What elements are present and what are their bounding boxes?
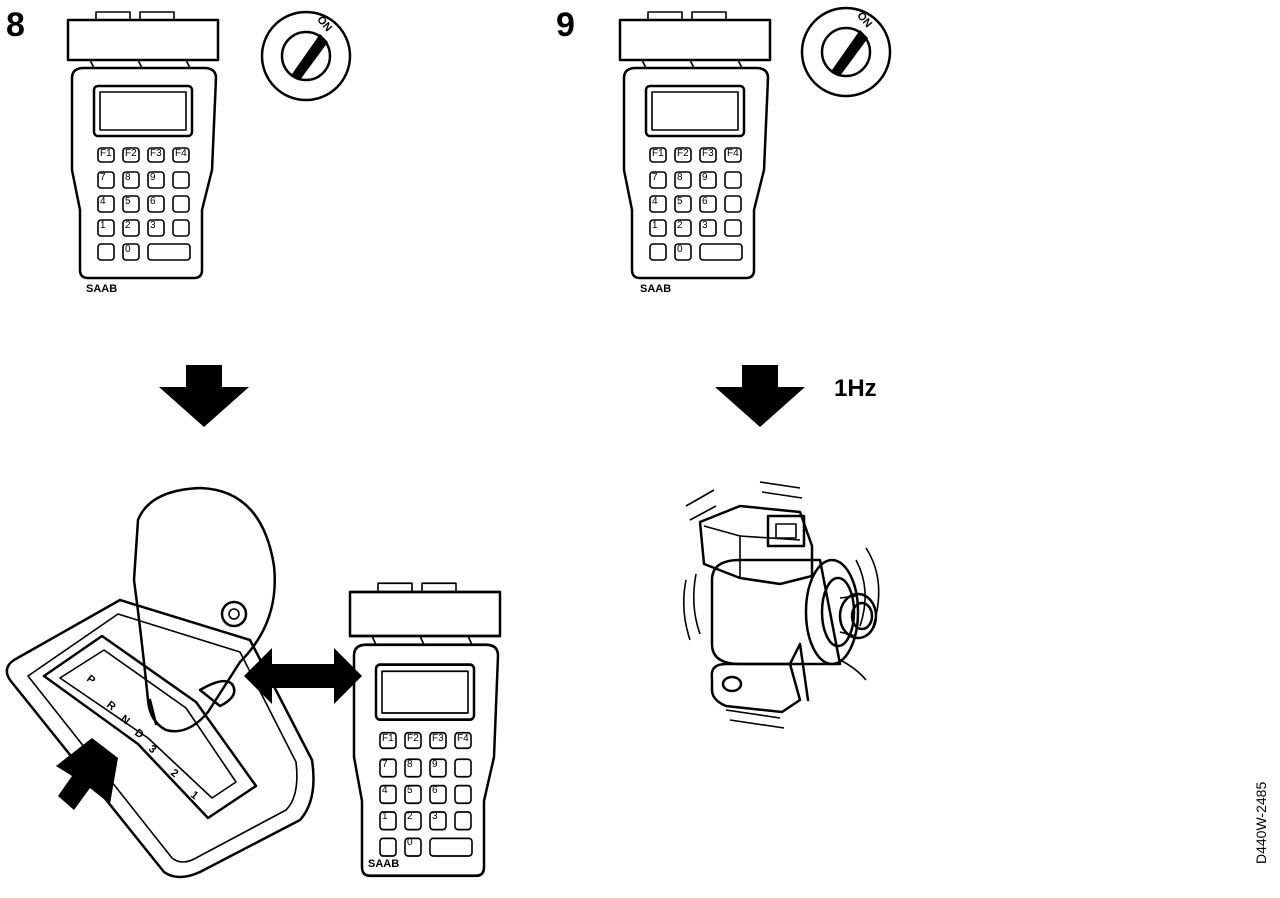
tester-brand-step8: SAAB — [86, 283, 118, 295]
tester-keys-lower: F1 F2 F3 F4 7 8 9 4 5 6 1 2 3 0 — [380, 733, 476, 857]
tester-key-label: 8 — [125, 172, 131, 183]
tester-key-label: 2 — [125, 220, 131, 231]
tester-key-label: F3 — [702, 148, 714, 159]
down-arrow-step8 — [159, 365, 249, 427]
double-arrow — [244, 648, 362, 704]
tester-key-label: 6 — [432, 785, 438, 796]
tester-key-label: 1 — [382, 811, 388, 822]
ignition-switch-step8 — [260, 10, 352, 102]
tester-key-label: F1 — [382, 733, 394, 744]
gear-r-label: R — [104, 699, 118, 713]
step-number-9: 9 — [556, 6, 575, 44]
tester-key-label: F1 — [100, 148, 112, 159]
tester-brand-step9: SAAB — [640, 283, 672, 295]
tester-key-label: 0 — [677, 244, 683, 255]
tester-keys-step9: F1 F2 F3 F4 7 8 9 4 5 6 1 2 3 0 — [650, 148, 746, 260]
tester-key-label: F3 — [432, 733, 444, 744]
tester-key-label: 0 — [125, 244, 131, 255]
tester-key-label: 4 — [652, 196, 658, 207]
tester-key-label: F2 — [677, 148, 689, 159]
tester-keys-step8: F1 F2 F3 F4 7 8 9 4 5 6 1 2 3 0 — [98, 148, 194, 260]
tester-key-label: F4 — [727, 148, 739, 159]
tester-key-label: 3 — [150, 220, 156, 231]
tester-key-label: 0 — [407, 837, 413, 848]
tester-key-label: 7 — [652, 172, 658, 183]
gear-p-label: P — [84, 673, 97, 687]
tester-key-label: 1 — [652, 220, 658, 231]
tester-key-label: 3 — [432, 811, 438, 822]
gear-selector-panel — [5, 598, 315, 879]
frequency-label: 1Hz — [834, 375, 877, 402]
tester-key-label: 2 — [407, 811, 413, 822]
key-fob — [132, 486, 276, 733]
tester-key-label: F2 — [125, 148, 137, 159]
tester-key-label: 2 — [677, 220, 683, 231]
tester-key-label: 6 — [150, 196, 156, 207]
tester-key-label: 9 — [432, 759, 438, 770]
tester-key-label: 5 — [125, 196, 131, 207]
tester-key-label: 4 — [100, 196, 106, 207]
pointer-arrow — [56, 738, 118, 810]
tester-key-label: 6 — [702, 196, 708, 207]
tester-key-label: 1 — [100, 220, 106, 231]
tester-key-label: 8 — [677, 172, 683, 183]
tester-key-label: 7 — [100, 172, 106, 183]
tester-key-label: 9 — [150, 172, 156, 183]
tester-key-label: F2 — [407, 733, 419, 744]
solenoid-valve — [682, 481, 880, 729]
tester-key-label: F3 — [150, 148, 162, 159]
step-number-8: 8 — [6, 6, 25, 44]
tester-key-label: 7 — [382, 759, 388, 770]
tester-key-label: 4 — [382, 785, 388, 796]
tester-key-label: 9 — [702, 172, 708, 183]
tester-key-label: 8 — [407, 759, 413, 770]
tester-key-label: 5 — [677, 196, 683, 207]
down-arrow-step9 — [715, 365, 805, 427]
tester-key-label: F4 — [457, 733, 469, 744]
tester-brand-lower: SAAB — [368, 858, 400, 870]
ignition-switch-step9 — [800, 6, 892, 98]
tester-key-label: F4 — [175, 148, 187, 159]
tester-key-label: F1 — [652, 148, 664, 159]
tester-key-label: 3 — [702, 220, 708, 231]
tester-key-label: 5 — [407, 785, 413, 796]
